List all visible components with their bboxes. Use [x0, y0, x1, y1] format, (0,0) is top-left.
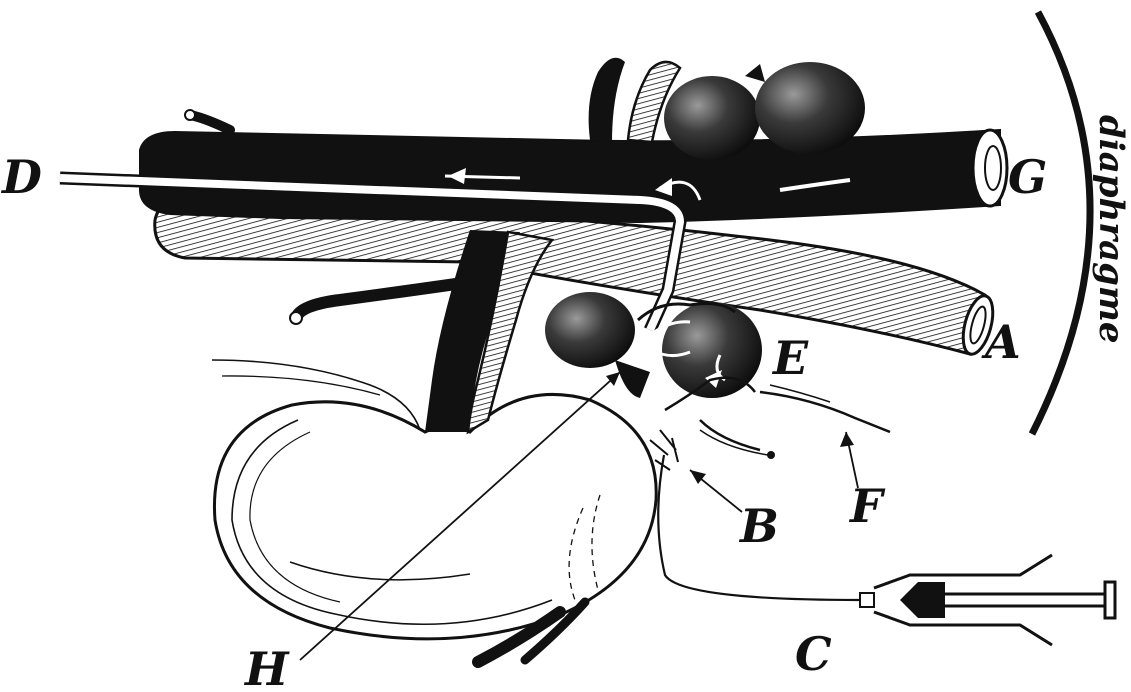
diaphragm-label: diaphragme — [1091, 115, 1131, 344]
label-e: E — [771, 331, 809, 385]
syringe-c — [658, 455, 1115, 645]
diaphragm-arc — [1032, 12, 1090, 434]
small-tube-upper-left — [190, 115, 230, 130]
label-g: G — [1008, 150, 1047, 204]
label-f: F — [848, 479, 886, 533]
label-c: C — [795, 627, 832, 681]
label-b: B — [738, 499, 779, 553]
pointer-f-arrowhead — [840, 432, 854, 447]
small-tube-upper-left-end — [185, 110, 195, 120]
gland-e — [545, 292, 762, 398]
label-d: D — [0, 150, 42, 204]
label-h: H — [243, 642, 290, 692]
vessel-g — [140, 130, 1007, 222]
vein-f — [760, 392, 890, 432]
branch-vessel-left-end — [290, 312, 302, 324]
upper-vessel-dark — [589, 58, 625, 142]
label-a: A — [981, 315, 1021, 369]
branch-vessel-left — [296, 282, 470, 318]
